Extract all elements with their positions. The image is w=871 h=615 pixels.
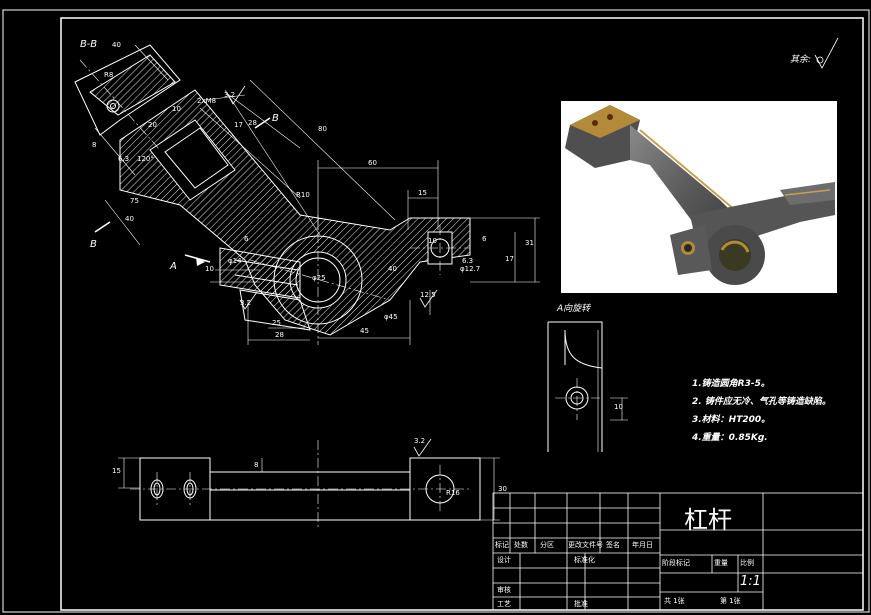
dim-3-2a: 3.2 bbox=[224, 91, 236, 99]
dimension-lines bbox=[94, 44, 540, 345]
tb-standard: 标准化 bbox=[574, 556, 595, 564]
dim-phi14: φ14 bbox=[228, 257, 242, 265]
render-3d bbox=[561, 101, 837, 293]
tb-sheet-number: 第 1张 bbox=[720, 597, 741, 605]
a-direction-view bbox=[547, 321, 628, 452]
dim-15: 15 bbox=[418, 189, 427, 197]
tb-count: 处数 bbox=[514, 541, 528, 549]
dim-r10: R10 bbox=[296, 191, 310, 199]
dim-6-3: 6.3 bbox=[118, 155, 130, 163]
dim-120: 120° bbox=[137, 155, 154, 163]
tb-approve: 批准 bbox=[574, 600, 588, 608]
dim-75: 75 bbox=[130, 197, 139, 205]
dim-r16: R16 bbox=[446, 489, 460, 497]
center-lines bbox=[79, 59, 470, 345]
part-name: 杠杆 bbox=[684, 506, 732, 534]
dim-17: 17 bbox=[234, 121, 243, 129]
dim-30: 30 bbox=[498, 485, 507, 493]
dim-3-2c: 3.2 bbox=[240, 299, 252, 307]
dim-20: 20 bbox=[148, 121, 157, 129]
roughness-symbols bbox=[227, 37, 839, 457]
note-4: 4.重量：0.85Kg. bbox=[692, 433, 768, 443]
note-3: 3.材料：HT200。 bbox=[692, 415, 771, 425]
dim-phi25: φ25 bbox=[312, 274, 326, 282]
dim-40b: 40 bbox=[125, 215, 134, 223]
dim-80: 80 bbox=[318, 125, 327, 133]
dim-phi45: φ45 bbox=[384, 313, 398, 321]
dim-28b: 28 bbox=[275, 331, 284, 339]
dim-6b: 6 bbox=[244, 235, 249, 243]
tb-zone: 分区 bbox=[540, 541, 554, 549]
dim-6: 6 bbox=[482, 235, 487, 243]
dim-10b: 10 bbox=[205, 265, 214, 273]
dim-6-3b: 6.3 bbox=[462, 257, 474, 265]
tb-design: 设计 bbox=[497, 556, 511, 564]
technical-notes: 1.铸造圆角R3-5。 2. 铸件应无冷、气孔等铸造缺陷。 3.材料：HT200… bbox=[692, 380, 831, 443]
dim-12-5: 12.5 bbox=[420, 291, 436, 299]
dim-m8: 2xM8 bbox=[197, 97, 217, 105]
dim-60: 60 bbox=[368, 159, 377, 167]
tb-sheets-total: 共 1张 bbox=[664, 597, 685, 605]
dim-15b: 15 bbox=[112, 467, 121, 475]
dim-r8: R8 bbox=[104, 71, 114, 79]
dim-45: 45 bbox=[360, 327, 369, 335]
dim-phi12-7: φ12.7 bbox=[460, 265, 481, 273]
tb-date: 年月日 bbox=[632, 541, 653, 549]
scale-value: 1:1 bbox=[740, 574, 761, 589]
dim-40c: 40 bbox=[388, 265, 397, 273]
dim-8: 8 bbox=[92, 141, 97, 149]
view-arrow-label: A bbox=[170, 261, 177, 272]
tb-process: 工艺 bbox=[497, 600, 511, 608]
note-2: 2. 铸件应无冷、气孔等铸造缺陷。 bbox=[692, 397, 831, 407]
tb-stage-mark: 阶段标记 bbox=[662, 559, 690, 567]
dim-40: 40 bbox=[112, 41, 121, 49]
dim-8b: 8 bbox=[254, 461, 259, 469]
dim-25: 25 bbox=[272, 319, 281, 327]
section-cut-b-left: B bbox=[90, 239, 97, 250]
tb-review: 审核 bbox=[497, 586, 511, 594]
dim-10c: 10 bbox=[614, 403, 623, 411]
note-1: 1.铸造圆角R3-5。 bbox=[692, 379, 770, 389]
dim-3-2b: 3.2 bbox=[414, 437, 426, 445]
tb-weight: 重量 bbox=[714, 559, 728, 567]
section-cut-b-right: B bbox=[272, 113, 279, 124]
tb-scale-heading: 比例 bbox=[740, 559, 754, 567]
dim-10d: 10 bbox=[428, 237, 437, 245]
outer-frame bbox=[2, 9, 870, 613]
title-block-grid bbox=[492, 492, 864, 611]
dim-10: 10 bbox=[172, 105, 181, 113]
tb-sign: 签名 bbox=[606, 541, 620, 549]
roughness-label: 其余: bbox=[790, 55, 812, 65]
dim-31: 31 bbox=[525, 239, 534, 247]
tb-mark: 标记 bbox=[495, 541, 509, 549]
section-view bbox=[74, 44, 471, 336]
dim-17b: 17 bbox=[505, 255, 514, 263]
section-label: B-B bbox=[80, 39, 98, 50]
dim-28: 28 bbox=[248, 119, 257, 127]
inner-frame bbox=[60, 17, 864, 611]
a-view-label: A向旋转 bbox=[557, 304, 591, 314]
tb-change-doc: 更改文件号 bbox=[568, 541, 603, 549]
